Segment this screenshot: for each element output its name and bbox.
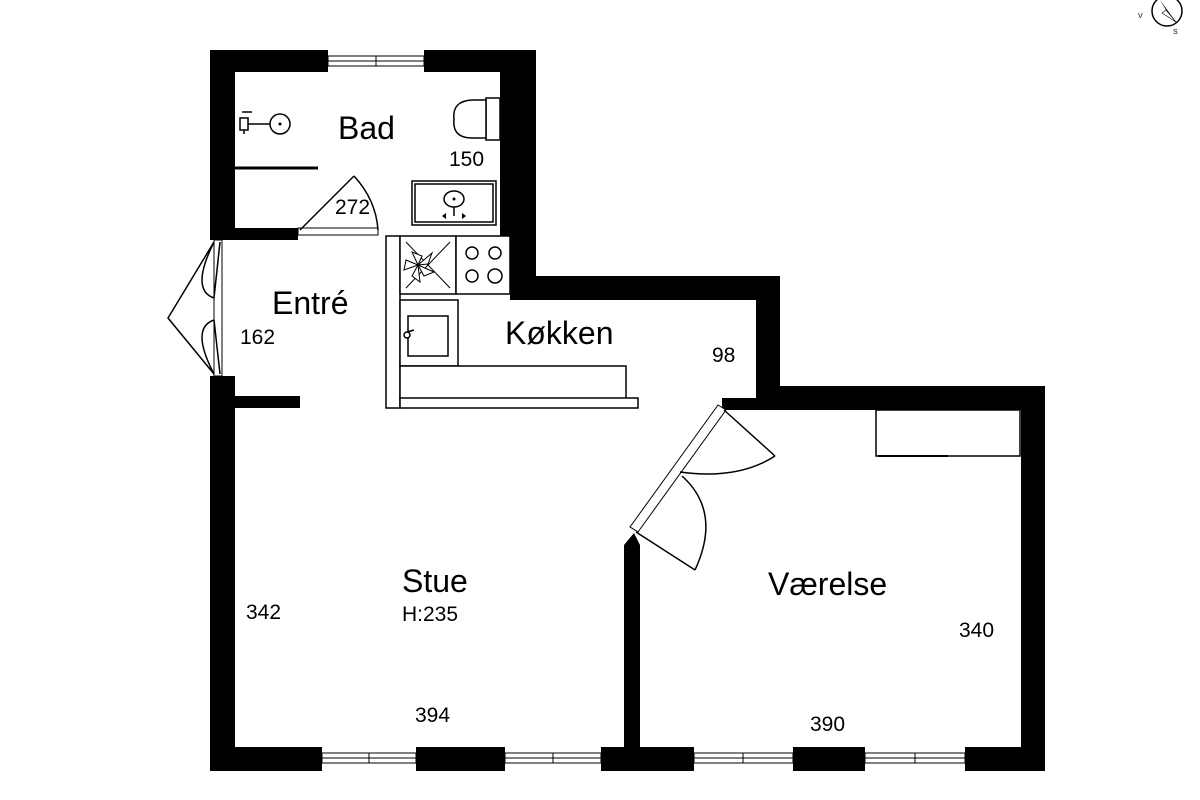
windows — [321, 55, 966, 764]
wall-bad-top-left — [210, 50, 328, 72]
entrance-door — [167, 239, 223, 377]
dim-stue-bottom: 394 — [415, 704, 450, 727]
wardrobe-icon — [875, 409, 1021, 457]
kitchen-counter — [385, 235, 401, 409]
dim-stue-side: 342 — [246, 601, 281, 624]
wall-bottom-3 — [601, 747, 694, 771]
fan-blades — [403, 251, 436, 284]
labels: Bad 150 272 Entré 162 Køkken 98 Stue H:2… — [240, 110, 994, 736]
wall-partition — [624, 533, 640, 771]
doors — [167, 175, 776, 571]
kitchen-fixtures — [385, 235, 639, 409]
wall-bad-bottom-left — [210, 228, 298, 240]
compass-label-s: S — [1173, 29, 1178, 36]
washing-machine-icon — [399, 235, 457, 295]
kitchen-sink-icon — [399, 299, 459, 367]
dim-bad: 150 — [449, 148, 484, 171]
dim-vaerelse-bottom: 390 — [810, 713, 845, 736]
vaerelse-door — [629, 404, 776, 571]
bathroom-sink-icon — [411, 180, 497, 226]
bathroom-door — [297, 175, 379, 236]
toilet-icon — [453, 97, 501, 141]
compass-label-v: V — [1138, 13, 1143, 20]
shower-icon — [239, 111, 291, 135]
wall-stue-left — [210, 376, 235, 771]
window-vaerelse-2 — [864, 752, 966, 764]
room-label-kokken: Køkken — [505, 315, 613, 351]
wall-bad-right — [500, 50, 536, 236]
room-label-bad: Bad — [338, 110, 395, 146]
bathroom-fixtures — [235, 97, 501, 226]
dim-entre: 162 — [240, 326, 275, 349]
walls — [210, 50, 1045, 771]
kitchen-island — [399, 365, 639, 409]
compass-icon: V S — [1138, 0, 1183, 36]
wall-vaerelse-top — [756, 386, 1045, 410]
window-stue-2 — [504, 752, 602, 764]
dim-bad-door: 272 — [335, 196, 370, 219]
wall-entre-stub — [210, 396, 300, 408]
wall-bad-left — [210, 50, 235, 240]
window-bad — [327, 55, 425, 67]
wall-bottom-2 — [416, 747, 505, 771]
dim-vaerelse-side: 340 — [959, 619, 994, 642]
wall-bottom-5 — [965, 747, 1045, 771]
dim-kokken: 98 — [712, 344, 735, 367]
window-stue-1 — [321, 752, 417, 764]
room-label-vaerelse: Værelse — [768, 566, 887, 602]
wall-vaerelse-right — [1021, 386, 1045, 771]
wall-kitchen-top — [510, 276, 780, 300]
stue-height: H:235 — [402, 603, 458, 626]
stove-icon — [455, 235, 511, 295]
room-label-stue: Stue — [402, 563, 468, 599]
window-vaerelse-1 — [693, 752, 794, 764]
wall-bottom-4 — [793, 747, 865, 771]
room-label-entre: Entré — [272, 285, 348, 321]
wall-bottom-1 — [210, 747, 322, 771]
